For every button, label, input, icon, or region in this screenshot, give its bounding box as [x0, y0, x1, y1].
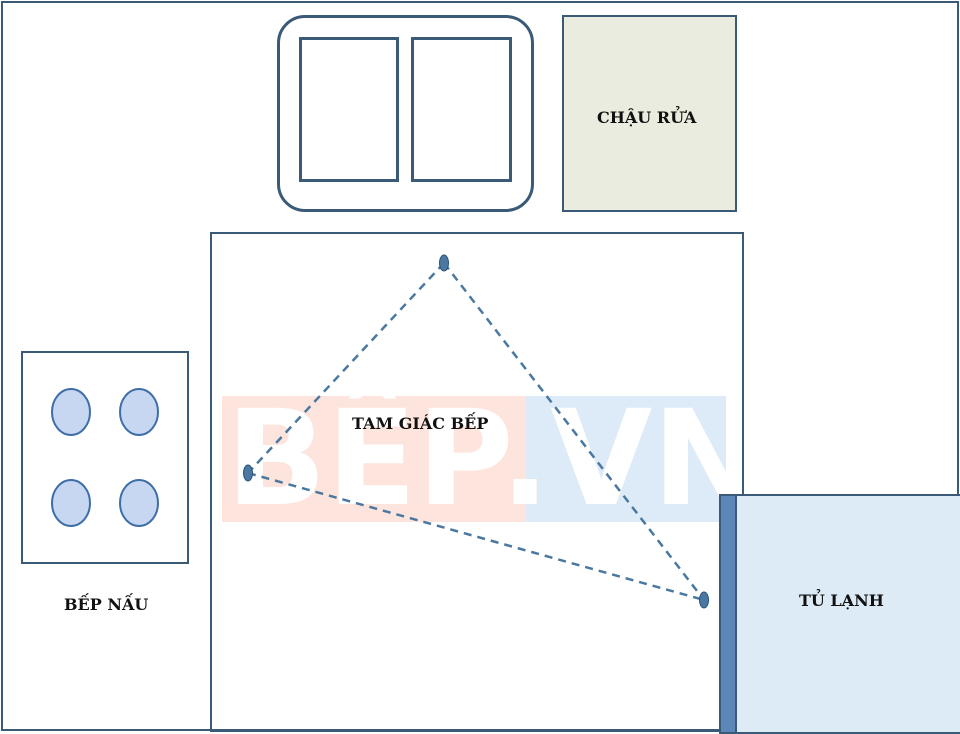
sink-label: CHẬU RỬA	[597, 108, 697, 127]
stove-label: BẾP NẤU	[64, 595, 149, 614]
triangle-point-sink	[439, 254, 449, 272]
watermark-text-right: .VN	[500, 396, 726, 522]
triangle-edge-sink-fridge	[443, 262, 705, 601]
burner-top-left	[51, 388, 91, 436]
sink	[562, 15, 737, 212]
window-pane-right	[411, 37, 512, 182]
triangle-edge-sink-stove	[247, 262, 445, 474]
burner-top-right	[119, 388, 159, 436]
burner-bottom-right	[119, 479, 159, 527]
fridge-label: TỦ LẠNH	[799, 591, 884, 610]
watermark-bg-right	[526, 396, 726, 522]
stove	[21, 351, 189, 564]
watermark-text-left: BẾP	[226, 396, 514, 522]
triangle-point-fridge	[699, 591, 709, 609]
triangle-label: TAM GIÁC BẾP	[352, 414, 489, 433]
window-pane-left	[299, 37, 399, 182]
triangle-edge-stove-fridge	[247, 471, 705, 602]
fridge	[719, 494, 960, 734]
triangle-point-stove	[243, 464, 253, 482]
watermark-bg-left	[222, 396, 526, 522]
burner-bottom-left	[51, 479, 91, 527]
